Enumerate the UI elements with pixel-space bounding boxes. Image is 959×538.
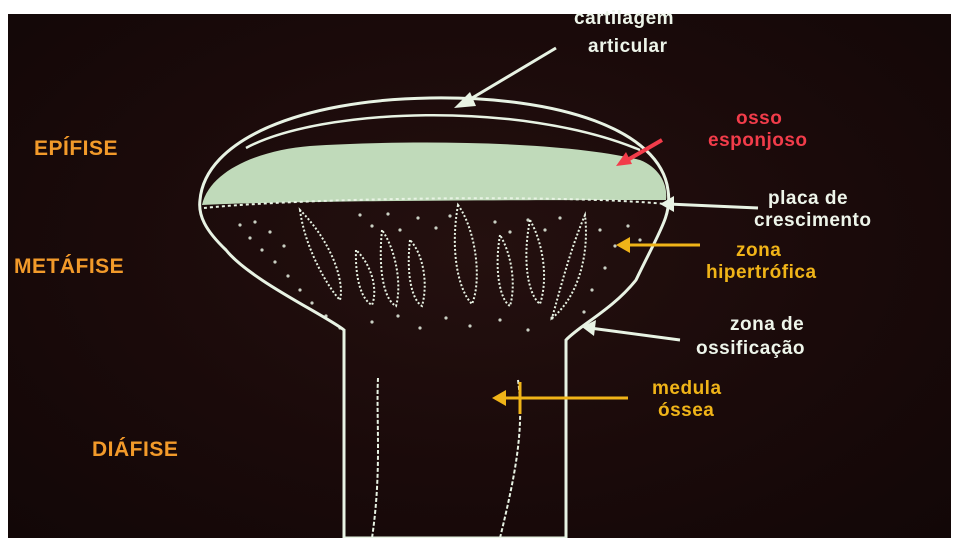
hipertrofica-arrowhead <box>616 237 630 253</box>
placa-label-line1: placa de <box>768 188 848 210</box>
ossificacao-label-line2: ossificação <box>696 338 805 360</box>
spongy-bone-area <box>202 143 666 205</box>
epiphysis-label: EPÍFISE <box>34 137 118 161</box>
osso-label-line1: osso <box>736 108 782 130</box>
hipertrofica-label-line2: hipertrófica <box>706 262 817 284</box>
medula-arrowhead <box>492 390 506 406</box>
hipertrofica-label-line1: zona <box>736 240 781 262</box>
metaphysis-label: METÁFISE <box>14 255 124 279</box>
cartilagem-label-line1: cartilagem <box>574 8 674 30</box>
hypertrophic-columns <box>300 205 586 318</box>
osso-label-line2: esponjoso <box>708 130 808 152</box>
medula-label-line2: óssea <box>658 400 714 422</box>
cartilagem-label-line2: articular <box>588 36 667 58</box>
ossificacao-label-line1: zona de <box>730 314 804 336</box>
osso-arrow <box>624 140 662 162</box>
placa-arrow <box>668 204 758 208</box>
ossificacao-arrow <box>590 328 680 340</box>
cartilagem-arrowhead <box>454 92 476 108</box>
medula-label-line1: medula <box>652 378 722 400</box>
metaphysis-dots <box>238 212 641 331</box>
placa-label-line2: crescimento <box>754 210 871 232</box>
medullary-cavity-outline <box>372 378 520 538</box>
cartilagem-arrow <box>462 48 556 104</box>
diaphysis-label: DIÁFISE <box>92 438 178 462</box>
